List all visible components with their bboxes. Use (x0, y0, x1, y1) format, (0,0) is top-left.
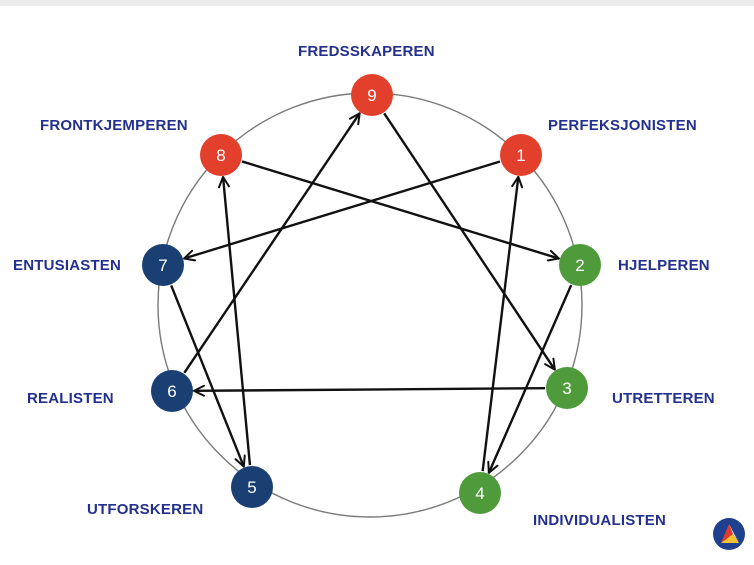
arrow-7-to-5 (170, 284, 246, 468)
label-8: FRONTKJEMPEREN (40, 117, 188, 134)
arrow-9-to-3 (383, 112, 556, 371)
node-3-circle (546, 367, 588, 409)
arrow-5-to-8 (217, 175, 252, 466)
node-8: 8 (200, 134, 242, 176)
node-2-circle (559, 244, 601, 286)
node-4-number: 4 (475, 484, 484, 503)
node-3: 3 (546, 367, 588, 409)
label-3: UTRETTEREN (612, 390, 715, 407)
label-2: HJELPEREN (618, 257, 710, 274)
node-6: 6 (151, 370, 193, 412)
node-layer: 1 2 3 4 5 6 7 8 9 (142, 74, 601, 514)
label-9: FREDSSKAPEREN (298, 43, 435, 60)
arrow-8-to-2 (241, 160, 560, 262)
label-1: PERFEKSJONISTEN (548, 117, 697, 134)
node-5: 5 (231, 466, 273, 508)
node-1-number: 1 (516, 146, 525, 165)
arrow-3-to-6 (192, 384, 546, 397)
node-8-circle (200, 134, 242, 176)
arrow-layer (170, 112, 573, 474)
node-3-number: 3 (562, 379, 571, 398)
node-7-number: 7 (158, 256, 167, 275)
node-9: 9 (351, 74, 393, 116)
label-7: ENTUSIASTEN (13, 257, 122, 274)
node-9-number: 9 (367, 86, 376, 105)
node-1: 1 (500, 134, 542, 176)
node-7: 7 (142, 244, 184, 286)
arrow-1-to-7 (183, 160, 501, 262)
node-7-circle (142, 244, 184, 286)
arrow-2-to-4 (487, 284, 573, 474)
node-4: 4 (459, 472, 501, 514)
brand-logo-icon (713, 518, 745, 550)
node-4-circle (459, 472, 501, 514)
arrow-4-to-1 (481, 175, 524, 472)
label-5: UTFORSKEREN (87, 501, 204, 518)
arrow-6-to-9 (183, 112, 361, 374)
node-8-number: 8 (216, 146, 225, 165)
node-6-number: 6 (167, 382, 176, 401)
label-6: REALISTEN (27, 390, 114, 407)
node-5-circle (231, 466, 273, 508)
node-1-circle (500, 134, 542, 176)
top-border (0, 0, 754, 6)
node-6-circle (151, 370, 193, 412)
node-5-number: 5 (247, 478, 256, 497)
label-4: INDIVIDUALISTEN (533, 512, 667, 529)
node-2: 2 (559, 244, 601, 286)
node-9-circle (351, 74, 393, 116)
node-2-number: 2 (575, 256, 584, 275)
